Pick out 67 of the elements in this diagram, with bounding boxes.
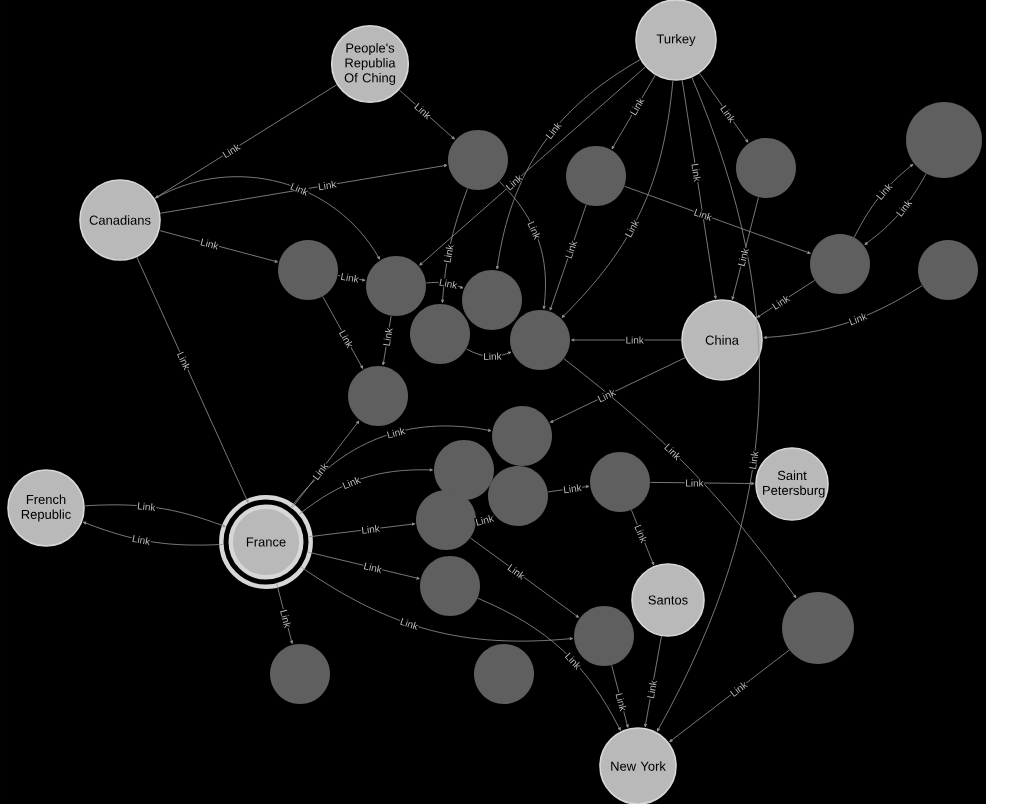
- node-circle: [736, 138, 796, 198]
- arrow: [322, 296, 364, 369]
- arrow: [763, 285, 923, 339]
- arrow: [644, 635, 662, 728]
- arrow: [159, 230, 278, 263]
- node-circle: [510, 310, 570, 370]
- node-circle: [918, 240, 978, 300]
- arrow: [136, 256, 249, 503]
- node-circle: [462, 270, 522, 330]
- node-circle: [270, 644, 330, 704]
- arrow: [864, 173, 927, 246]
- arrow: [731, 197, 759, 300]
- arrow: [306, 551, 420, 580]
- node-circle: [782, 592, 854, 664]
- arrow: [681, 79, 717, 299]
- arrow: [297, 468, 433, 516]
- arrow: [699, 72, 749, 143]
- arrow: [441, 188, 468, 303]
- node-circle: [348, 366, 408, 426]
- arrow: [290, 425, 492, 509]
- node-circle: [492, 406, 552, 466]
- arrow: [382, 315, 392, 366]
- arrow: [611, 74, 656, 150]
- arrow: [561, 80, 674, 318]
- arrow: [299, 566, 574, 642]
- node-circle: [416, 490, 476, 550]
- node-circle: [566, 146, 626, 206]
- arrow: [550, 357, 686, 423]
- arrow: [154, 176, 380, 260]
- arrow: [466, 348, 512, 357]
- arrow: [337, 275, 366, 282]
- arrow: [656, 77, 760, 732]
- node-circle: [590, 452, 650, 512]
- arrow: [276, 582, 293, 644]
- arrow: [419, 66, 646, 266]
- node-circle: [278, 240, 338, 300]
- node-circle: [434, 440, 494, 500]
- node-circle: [448, 130, 508, 190]
- arrow: [291, 420, 360, 509]
- arrow: [398, 89, 455, 140]
- arrow: [563, 358, 797, 599]
- arrow: [669, 649, 790, 743]
- node-circle: [810, 234, 870, 294]
- node-circle: [474, 644, 534, 704]
- node-circle: [410, 304, 470, 364]
- node-circle: [906, 102, 982, 178]
- arrow: [496, 59, 641, 270]
- arrow: [82, 521, 225, 546]
- arrow: [477, 597, 621, 731]
- arrow: [470, 537, 580, 618]
- arrow: [650, 481, 755, 486]
- node-circle: [366, 256, 426, 316]
- node-circle: [420, 556, 480, 616]
- arrow: [611, 665, 629, 728]
- arrow: [307, 522, 416, 538]
- arrow: [624, 185, 811, 254]
- arrow: [84, 504, 226, 528]
- arrow: [549, 204, 587, 311]
- arrow: [631, 509, 655, 566]
- arrow: [853, 163, 914, 238]
- arrow: [571, 338, 682, 342]
- arrow: [159, 164, 448, 214]
- arrow: [756, 280, 815, 318]
- arrow: [547, 485, 590, 493]
- arrow: [499, 181, 546, 310]
- arrow: [425, 282, 464, 289]
- arrow: [155, 84, 338, 199]
